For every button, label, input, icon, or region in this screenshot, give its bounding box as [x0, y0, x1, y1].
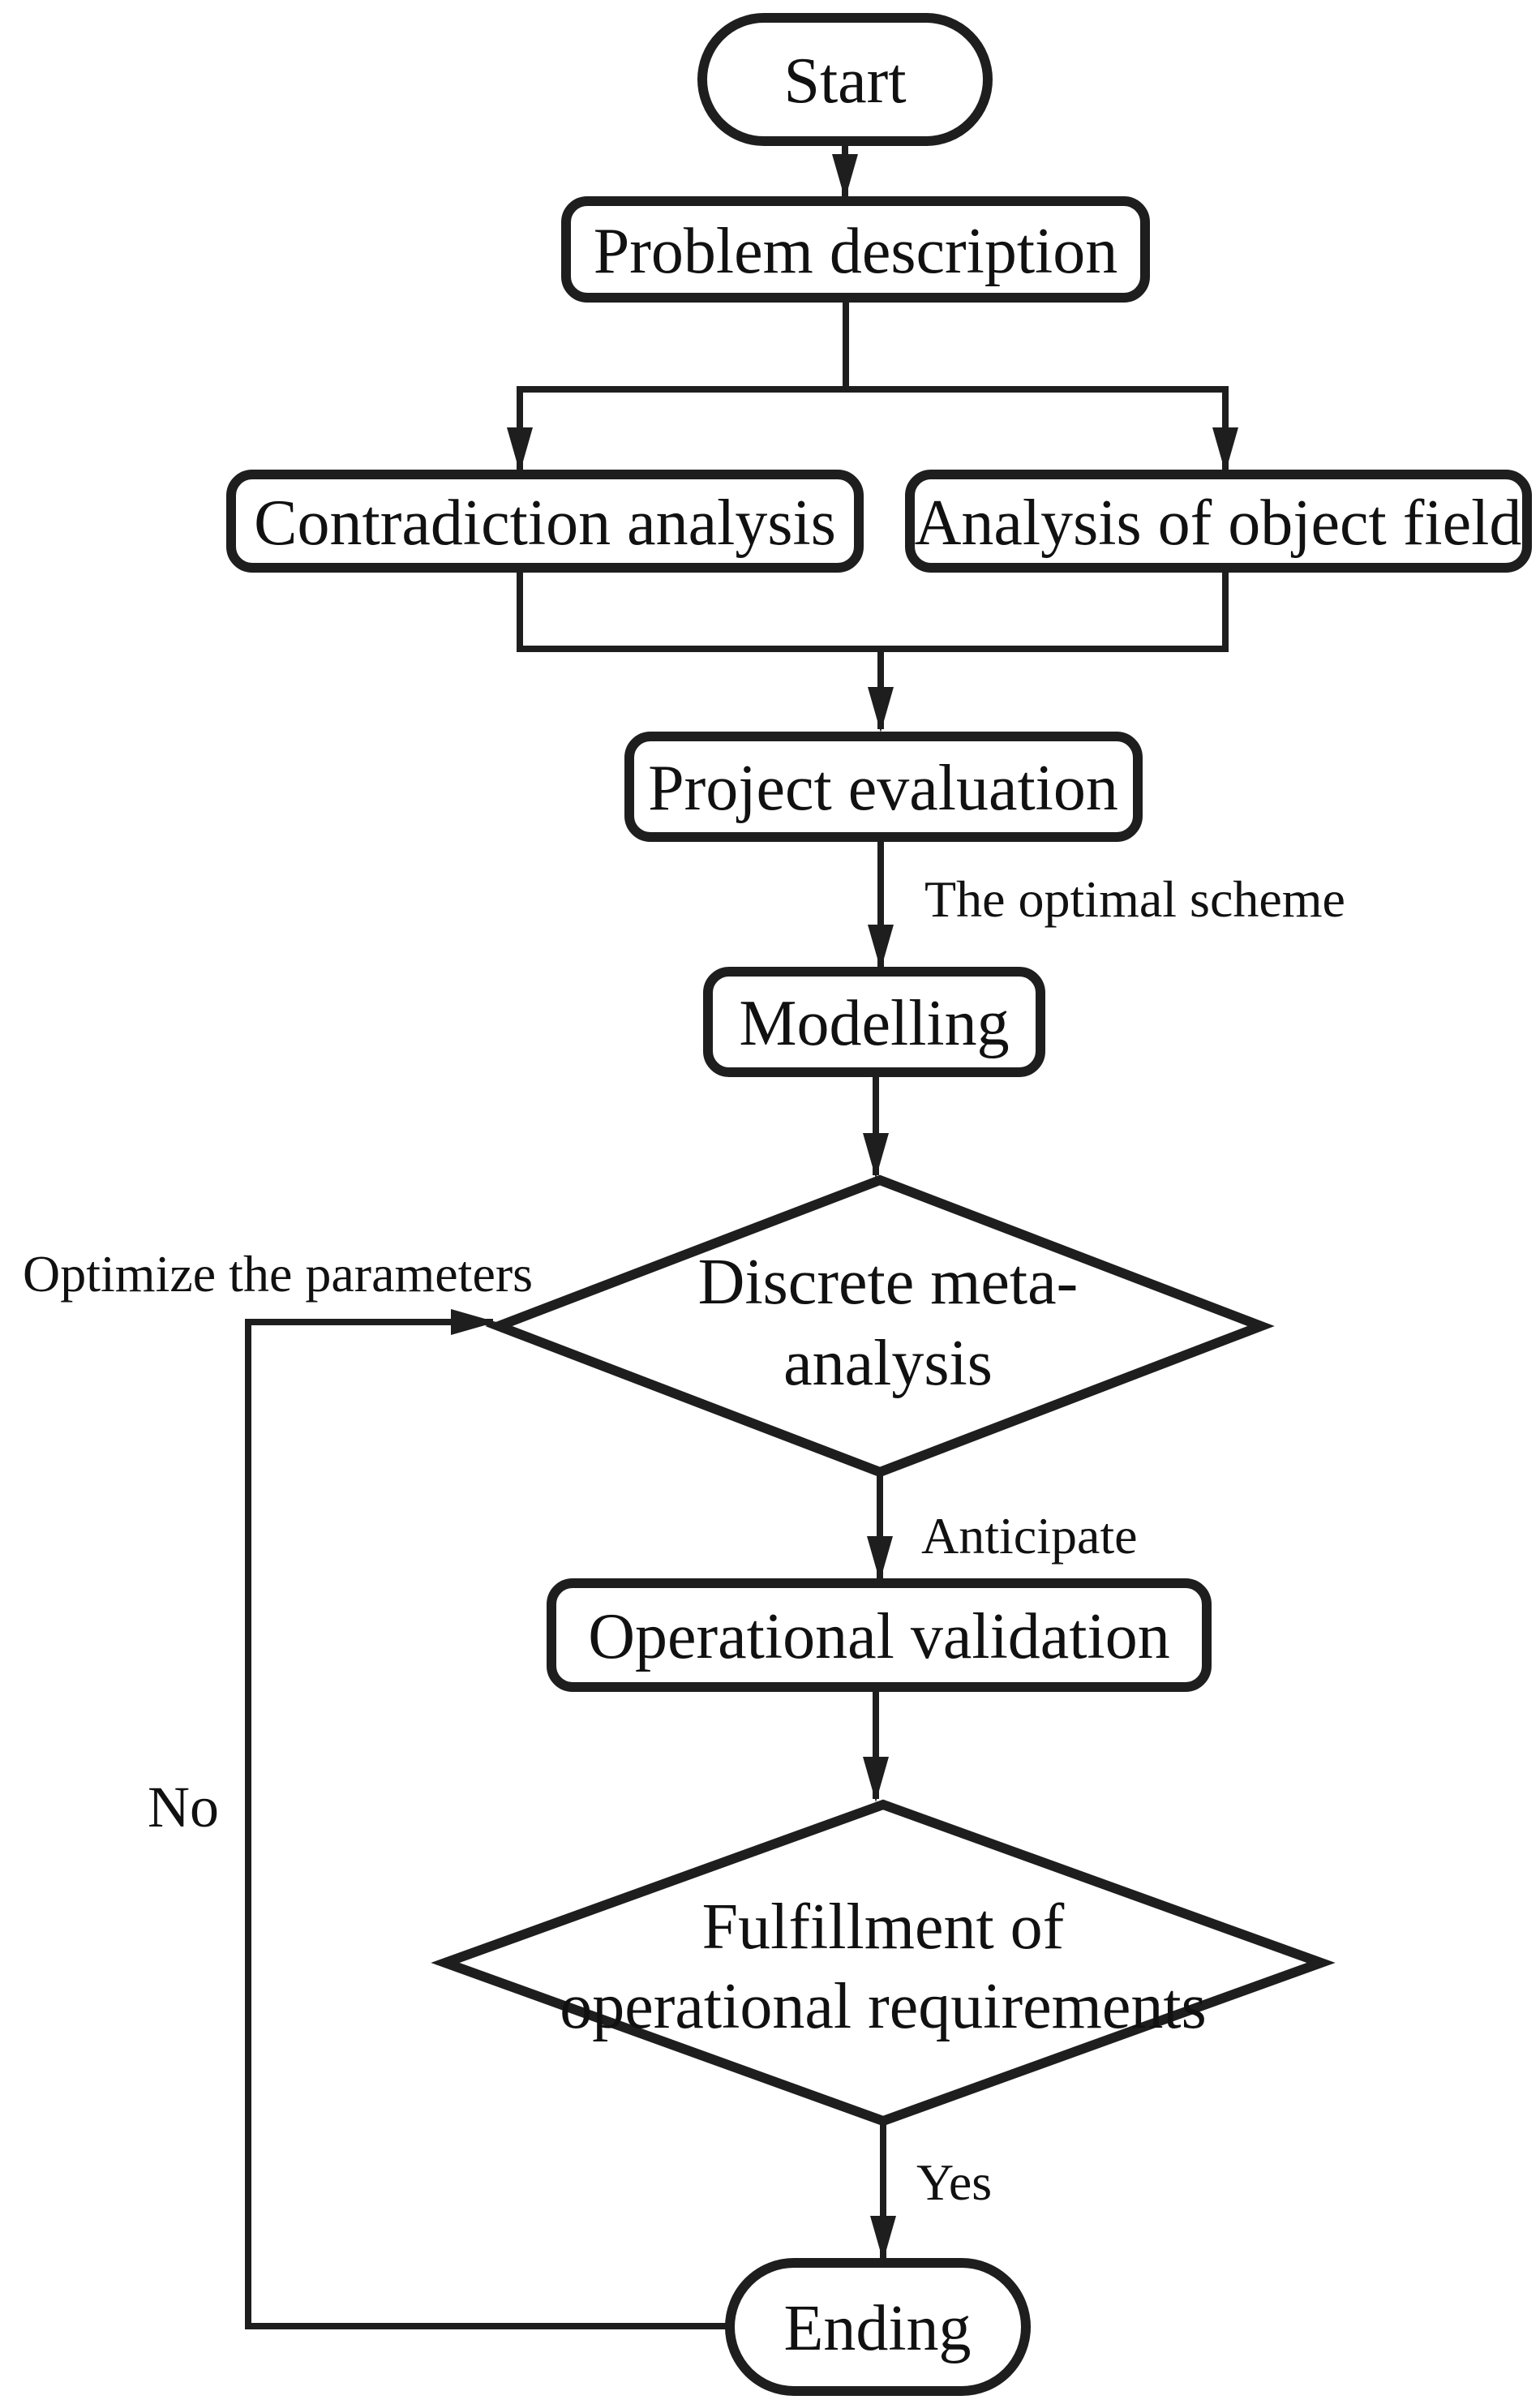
ending-label: Ending	[783, 2293, 971, 2364]
discrete-meta-analysis-diamond	[485, 1174, 1275, 1478]
analysis-of-object-field-label: Analysis of object field	[915, 487, 1522, 559]
modelling-label: Modelling	[739, 988, 1009, 1059]
analysis-of-object-field-shape	[905, 470, 1532, 573]
problem-description-label: Problem description	[594, 216, 1118, 287]
fulfillment-check-label-line2: operational requirements	[560, 1971, 1206, 2042]
edge-label-optimal-scheme: The optimal scheme	[924, 870, 1345, 928]
modelling-shape	[703, 967, 1045, 1077]
node-project-evaluation: Project evaluation	[624, 732, 1143, 842]
start-terminator-shape	[697, 13, 993, 146]
node-problem-description: Problem description	[561, 196, 1150, 303]
operational-validation-shape	[547, 1578, 1212, 1692]
contradiction-analysis-shape	[226, 470, 864, 573]
fulfillment-check-diamond	[431, 1799, 1336, 2127]
edge-label-yes: Yes	[916, 2153, 992, 2211]
node-discrete-meta-analysis: Discrete meta- analysis	[485, 1174, 1275, 1478]
edge-no-loop	[245, 1309, 730, 2329]
edge-label-anticipate: Anticipate	[921, 1507, 1138, 1565]
discrete-meta-analysis-label-line2: analysis	[783, 1328, 993, 1399]
discrete-meta-analysis-label-line1: Discrete meta-	[698, 1247, 1079, 1318]
project-evaluation-shape	[624, 732, 1143, 842]
edge-label-optimize-parameters: Optimize the parameters	[23, 1245, 533, 1303]
fulfillment-check-label-line1: Fulfillment of	[702, 1891, 1065, 1963]
node-fulfillment-check: Fulfillment of operational requirements	[431, 1799, 1336, 2127]
node-modelling: Modelling	[703, 967, 1045, 1077]
node-operational-validation: Operational validation	[547, 1578, 1212, 1692]
problem-description-shape	[561, 196, 1150, 303]
edge-label-no: No	[148, 1775, 219, 1839]
edge-labels: The optimal scheme Anticipate Yes No Opt…	[23, 870, 1345, 2211]
contradiction-analysis-label: Contradiction analysis	[254, 487, 836, 559]
project-evaluation-label: Project evaluation	[648, 753, 1118, 824]
node-analysis-of-object-field: Analysis of object field	[905, 470, 1532, 573]
start-label: Start	[783, 45, 906, 117]
operational-validation-label: Operational validation	[588, 1601, 1170, 1672]
node-contradiction-analysis: Contradiction analysis	[226, 470, 864, 573]
node-ending: Ending	[725, 2258, 1031, 2396]
ending-terminator-shape	[725, 2258, 1031, 2396]
edges	[245, 141, 1238, 2329]
node-start: Start	[697, 13, 993, 146]
